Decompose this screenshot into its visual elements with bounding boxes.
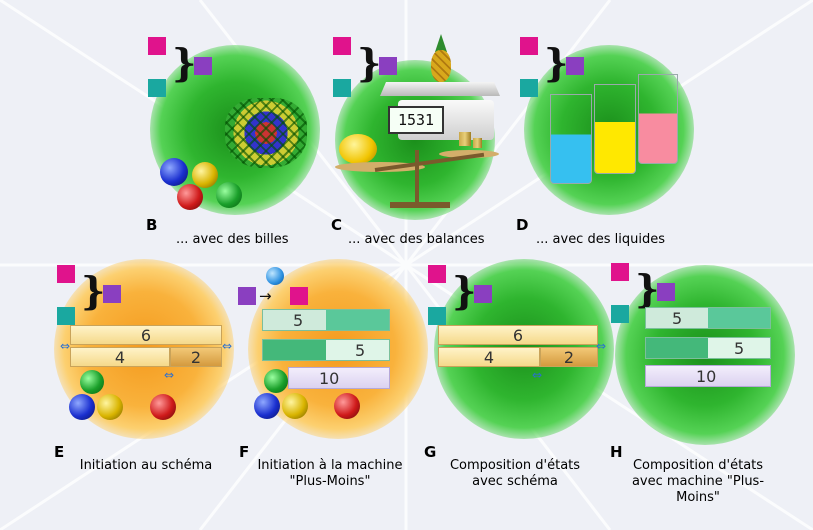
purple-cube-icon [657,283,675,301]
card-d[interactable]: } [512,30,702,250]
machine-row-1: 5 [645,307,771,329]
bar-part-left: 4 [70,347,170,367]
magenta-cube-icon [611,263,629,281]
brace-icon: } [357,40,382,85]
yellow-marble-icon [282,393,308,419]
resize-handle-icon[interactable]: ⇔ [596,339,607,353]
card-g-letter: G [424,443,437,461]
lemon-icon [339,134,377,164]
purple-cube-icon [194,57,212,75]
bar-total: 6 [70,325,222,345]
card-e[interactable]: } 6 4 2 ⇔ ⇔ ⇔ [40,255,240,445]
magenta-cube-icon [148,37,166,55]
brace-icon: } [452,268,477,313]
beaker-pink-icon [638,74,678,164]
resize-handle-icon[interactable]: ⇔ [164,368,175,382]
magenta-cube-icon [428,265,446,283]
pineapple-icon [429,34,453,84]
card-e-letter: E [54,443,65,461]
magenta-cube-icon [57,265,75,283]
card-f[interactable]: → 5 5 10 [232,255,432,445]
blue-marble-icon [160,158,188,186]
yellow-marble-icon [192,162,218,188]
resize-handle-icon[interactable]: ⇔ [532,368,543,382]
machine-row-1: 5 [262,309,390,331]
brace-icon: } [635,266,660,311]
green-marble-icon [80,370,104,394]
red-marble-icon [177,184,203,210]
teal-cube-icon [611,305,629,323]
purple-cube-icon [103,285,121,303]
green-marble-icon [216,182,242,208]
card-f-caption-line-2: "Plus-Moins" [289,474,371,489]
card-h-caption-line-2: avec machine "Plus- [631,474,765,489]
teal-cube-icon [520,79,538,97]
card-h-caption-line-1: Composition d'états [632,458,764,473]
brace-icon: } [81,268,106,313]
card-b[interactable]: } [140,30,330,250]
scale-display: 1531 [388,106,444,134]
resize-handle-icon[interactable]: ⇔ [222,339,233,353]
blue-marble-icon [69,394,95,420]
card-g-caption-line-1: Composition d'états [449,458,581,473]
brace-icon: } [544,40,569,85]
beaker-blue-icon [550,94,592,184]
digital-scale-icon: 1531 [380,82,500,144]
magenta-cube-icon [520,37,538,55]
bar-total: 6 [438,325,598,345]
marble-net-icon [225,98,307,168]
teal-cube-icon [57,307,75,325]
purple-cube-icon [566,57,584,75]
card-c-letter: C [331,216,343,234]
card-h-letter: H [610,443,623,461]
card-h[interactable]: } 5 5 10 [605,255,805,445]
card-e-caption: Initiation au schéma [79,458,213,473]
bar-part-right: 2 [540,347,598,367]
card-f-letter: F [239,443,250,461]
teal-cube-icon [428,307,446,325]
machine-row-2: 5 [645,337,771,359]
purple-cube-icon [238,287,256,305]
card-g[interactable]: } 6 4 2 ⇔ ⇔ [420,255,620,445]
balance-icon [335,132,505,210]
brace-icon: } [172,40,197,85]
card-d-caption: ... avec des liquides [536,232,665,247]
purple-cube-icon [379,57,397,75]
blue-bubble-icon [266,267,284,285]
bar-part-right: 2 [170,347,222,367]
magenta-cube-icon [333,37,351,55]
card-f-caption-line-1: Initiation à la machine [257,458,403,473]
red-marble-icon [334,393,360,419]
card-d-letter: D [516,216,529,234]
card-h-caption-line-3: Moins" [676,490,720,505]
beaker-yellow-icon [594,84,636,174]
card-g-caption-line-2: avec schéma [472,474,558,489]
card-b-letter: B [146,216,158,234]
arrow-right-icon: → [259,287,272,305]
machine-row-2: 5 [262,339,390,361]
blue-marble-icon [254,393,280,419]
teal-cube-icon [148,79,166,97]
teal-cube-icon [333,79,351,97]
machine-row-3: 10 [645,365,771,387]
machine-row-3: 10 [288,367,390,389]
magenta-cube-icon [290,287,308,305]
card-b-caption: ... avec des billes [176,232,289,247]
red-marble-icon [150,394,176,420]
yellow-marble-icon [97,394,123,420]
card-c-caption: ... avec des balances [348,232,485,247]
resize-handle-icon[interactable]: ⇔ [60,339,71,353]
green-marble-icon [264,369,288,393]
purple-cube-icon [474,285,492,303]
card-c[interactable]: } 1531 [325,30,515,250]
bar-part-left: 4 [438,347,540,367]
